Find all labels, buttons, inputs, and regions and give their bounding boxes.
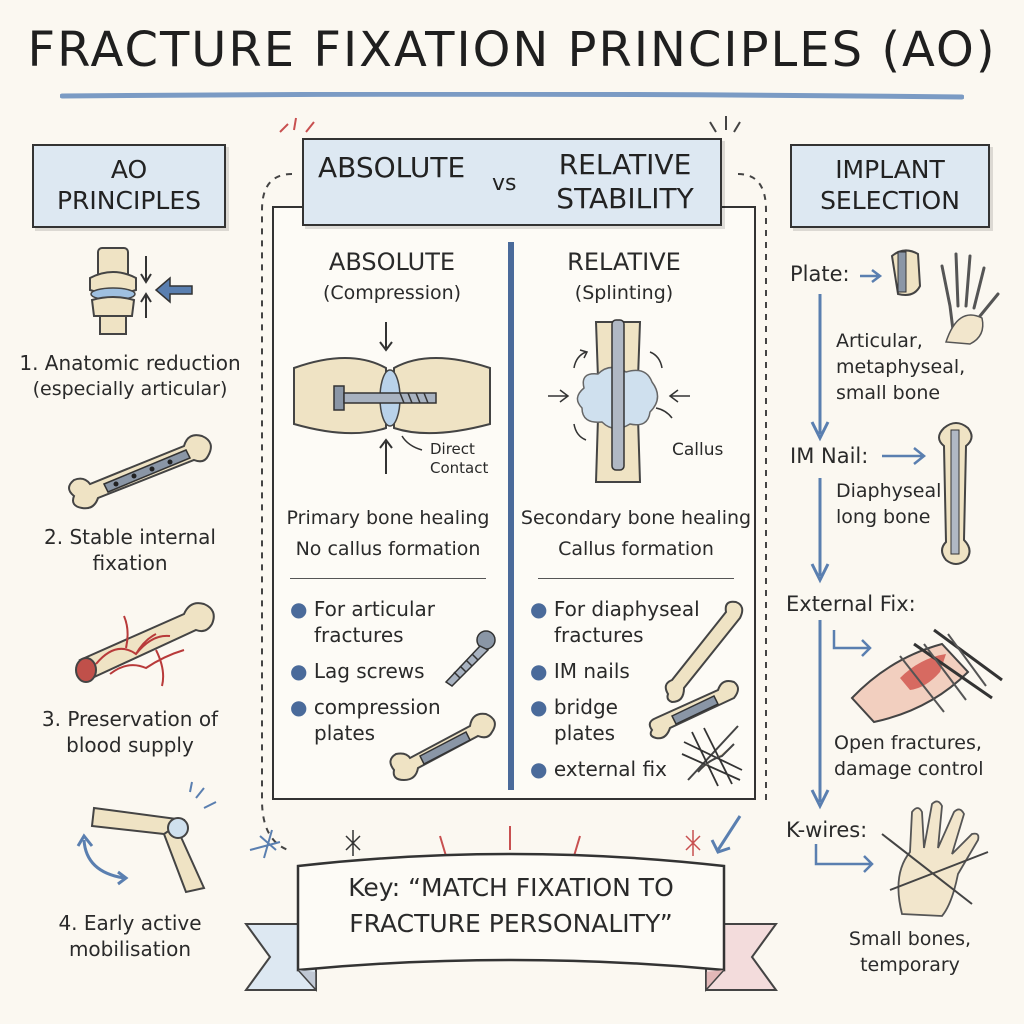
direct-contact-line2: Contact [430, 459, 489, 477]
ao-item-1: 1. Anatomic reduction (especially articu… [10, 350, 250, 402]
callus-label: Callus [672, 440, 724, 460]
heading-sparkles [279, 116, 741, 133]
stability-heading-vs: vs [492, 171, 517, 196]
k-wires-desc-line1: Small bones, [848, 928, 972, 950]
relative-bullet-4: external fix [553, 757, 667, 781]
relative-healing-line1: Secondary bone healing [520, 507, 752, 529]
external-fixator-icon [681, 725, 743, 787]
relative-bullet-3: bridge [553, 695, 618, 719]
plate-label: Plate: [790, 262, 850, 286]
ao-item-2-line2: fixation [92, 551, 168, 575]
ao-item-4: 4. Early active mobilisation [10, 910, 250, 962]
absolute-bullet-2: Lag screws [313, 659, 425, 683]
center-divider [508, 242, 514, 790]
relative-bullet-2: IM nails [553, 659, 630, 683]
lag-screw-icon [444, 630, 496, 687]
plate-desc-line3: small bone [836, 382, 941, 404]
ao-item-2-line1: 2. Stable internal [44, 525, 216, 549]
relative-bullet-1: For diaphyseal [553, 597, 700, 621]
ao-heading-line1: AO [110, 155, 148, 184]
relative-healing-line2: Callus formation [558, 538, 714, 560]
plate-desc-line1: Articular, [836, 330, 923, 352]
relative-healing: Secondary bone healing Callus formation [518, 503, 754, 565]
absolute-bullet-3: compression [313, 695, 441, 719]
compression-plate-icon [389, 712, 496, 782]
ao-item-2: 2. Stable internal fixation [10, 524, 250, 576]
k-wires-desc-line2: temporary [860, 954, 960, 976]
bridge-plate-icon [648, 680, 739, 740]
external-fix-label: External Fix: [786, 592, 916, 616]
plated-femur-icon [68, 434, 212, 510]
stability-heading: ABSOLUTE vs RELATIVE STABILITY [302, 138, 722, 226]
im-nail-bone-icon [664, 600, 744, 704]
im-nail-callus-icon [548, 319, 690, 483]
ao-item-1-line2: (especially articular) [32, 378, 228, 400]
knee-joint-icon [89, 247, 193, 335]
ao-item-3-line1: 3. Preservation of [41, 707, 219, 731]
relative-bullet-3-cont: plates [554, 721, 616, 745]
ao-item-1-line1: 1. Anatomic reduction [19, 351, 241, 375]
implant-heading-line1: IMPLANT [835, 155, 945, 184]
absolute-bullet-1: For articular [313, 597, 436, 621]
im-nail-desc-line1: Diaphyseal [836, 480, 942, 502]
k-wire-hand-icon [814, 800, 989, 917]
relative-bullets: ● For diaphyseal fractures ● IM nails ● … [530, 596, 740, 782]
ao-principles-heading: AO PRINCIPLES [32, 144, 226, 228]
ao-item-3-line2: blood supply [66, 733, 194, 757]
ao-item-3: 3. Preservation of blood supply [10, 706, 250, 758]
plate-desc-line2: metaphyseal, [836, 356, 966, 378]
page-title: FRACTURE FIXATION PRINCIPLES (AO) [27, 22, 997, 78]
im-nail-femur-icon [882, 422, 973, 565]
external-fix-description: Open fractures, damage control [834, 730, 984, 782]
k-wires-description: Small bones, temporary [820, 926, 1000, 978]
implant-flow-arrows [810, 294, 830, 810]
ao-item-4-line1: 4. Early active [58, 911, 202, 935]
stability-heading-stability: STABILITY [556, 182, 694, 215]
key-banner-ribbon [244, 852, 778, 992]
k-wires-label: K-wires: [786, 818, 868, 842]
decorative-sparkles [249, 815, 742, 859]
im-nail-desc-line2: long bone [836, 506, 931, 528]
direct-contact-label: Direct Contact [430, 440, 488, 478]
key-banner-text: Key: “MATCH FIXATION TO FRACTURE PERSONA… [298, 870, 724, 942]
absolute-bullet-3-cont: plates [314, 721, 376, 745]
relative-title: RELATIVE [567, 248, 681, 276]
absolute-healing-line1: Primary bone healing [286, 507, 490, 529]
dashed-connectors [261, 173, 767, 851]
absolute-bullet-1-cont: fractures [314, 623, 404, 647]
im-nail-label: IM Nail: [790, 444, 869, 468]
stability-heading-absolute: ABSOLUTE [318, 151, 466, 184]
implant-heading-line2: SELECTION [820, 186, 960, 215]
relative-bullet-1-cont: fractures [554, 623, 644, 647]
lag-screw-compression-icon [293, 322, 491, 474]
key-line2: FRACTURE PERSONALITY” [349, 909, 673, 938]
blood-supply-bone-icon [75, 602, 215, 687]
absolute-title: ABSOLUTE [328, 248, 456, 276]
external-fix-desc-line2: damage control [834, 758, 984, 780]
external-fix-desc-line1: Open fractures, [834, 732, 982, 754]
knee-mobilisation-icon [76, 781, 217, 894]
external-fix-leg-icon [832, 628, 1003, 724]
relative-separator [538, 578, 734, 579]
absolute-separator [290, 578, 486, 579]
stability-heading-relative: RELATIVE [558, 148, 692, 181]
absolute-bullets: ● For articular fractures ● Lag screws ●… [290, 596, 500, 746]
implant-selection-heading: IMPLANT SELECTION [790, 144, 990, 228]
ao-heading-line2: PRINCIPLES [56, 186, 202, 215]
absolute-subtitle: (Compression) [322, 282, 462, 304]
plate-hand-icon [860, 249, 1000, 345]
absolute-healing-line2: No callus formation [295, 538, 481, 560]
title-underline [60, 92, 964, 100]
relative-subtitle: (Splinting) [574, 282, 674, 304]
direct-contact-line1: Direct [430, 440, 475, 458]
key-line1: Key: “MATCH FIXATION TO [348, 873, 674, 902]
absolute-healing: Primary bone healing No callus formation [276, 503, 500, 565]
ao-item-4-line2: mobilisation [68, 937, 192, 961]
plate-description: Articular, metaphyseal, small bone [836, 328, 965, 406]
im-nail-description: Diaphyseal long bone [836, 478, 941, 530]
